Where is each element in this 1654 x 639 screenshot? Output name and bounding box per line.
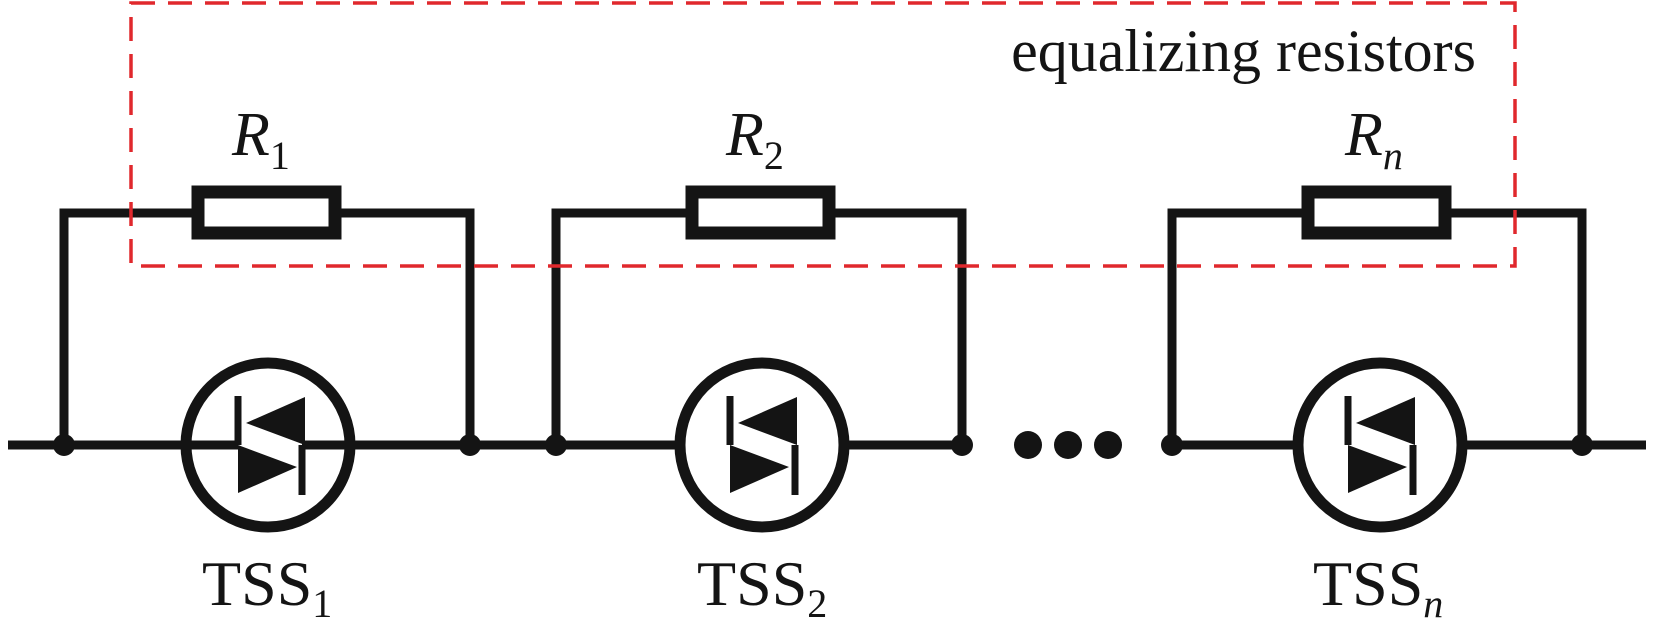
bypass-wire-2 [551, 208, 688, 445]
tss-2-diode-down [730, 445, 789, 493]
cell-2 [545, 185, 973, 533]
node-nb [1571, 434, 1593, 456]
bypass-wire-1-right [334, 208, 475, 445]
resistor-2-label: R2 [725, 101, 784, 178]
bypass-wire-n [1167, 208, 1305, 445]
ellipsis [1014, 431, 1122, 459]
resistor-n-label: Rn [1344, 101, 1403, 178]
bypass-wire-2-right [820, 208, 967, 445]
cell-n [1161, 185, 1646, 533]
equalizing-resistors-box [129, 1, 1517, 268]
node-1a [53, 434, 75, 456]
resistor-2 [685, 185, 836, 240]
bypass-wire-1 [59, 208, 192, 445]
tss-n-label: TSSn [1313, 548, 1443, 626]
resistor-1-label: R1 [231, 101, 290, 178]
tss-1-label: TSS1 [202, 548, 332, 626]
bypass-wire-n-right [1438, 208, 1587, 445]
node-2b [951, 434, 973, 456]
resistor-1 [191, 185, 342, 240]
tss-2-label: TSS2 [697, 548, 827, 626]
tss-1-diode-up [246, 397, 305, 445]
tss-n-diode-up [1356, 397, 1415, 445]
resistor-n [1301, 185, 1452, 240]
tss-n-circle [1292, 357, 1468, 533]
cell-1 [53, 185, 560, 533]
tss-n-diode-down [1348, 445, 1407, 493]
tss-2-diode-up [738, 397, 797, 445]
node-2a [545, 434, 567, 456]
node-na [1161, 434, 1183, 456]
tss-1-diode-down [238, 445, 297, 493]
node-1b [459, 434, 481, 456]
box-label: equalizing resistors [1011, 18, 1476, 84]
tss-2-circle [674, 357, 850, 533]
